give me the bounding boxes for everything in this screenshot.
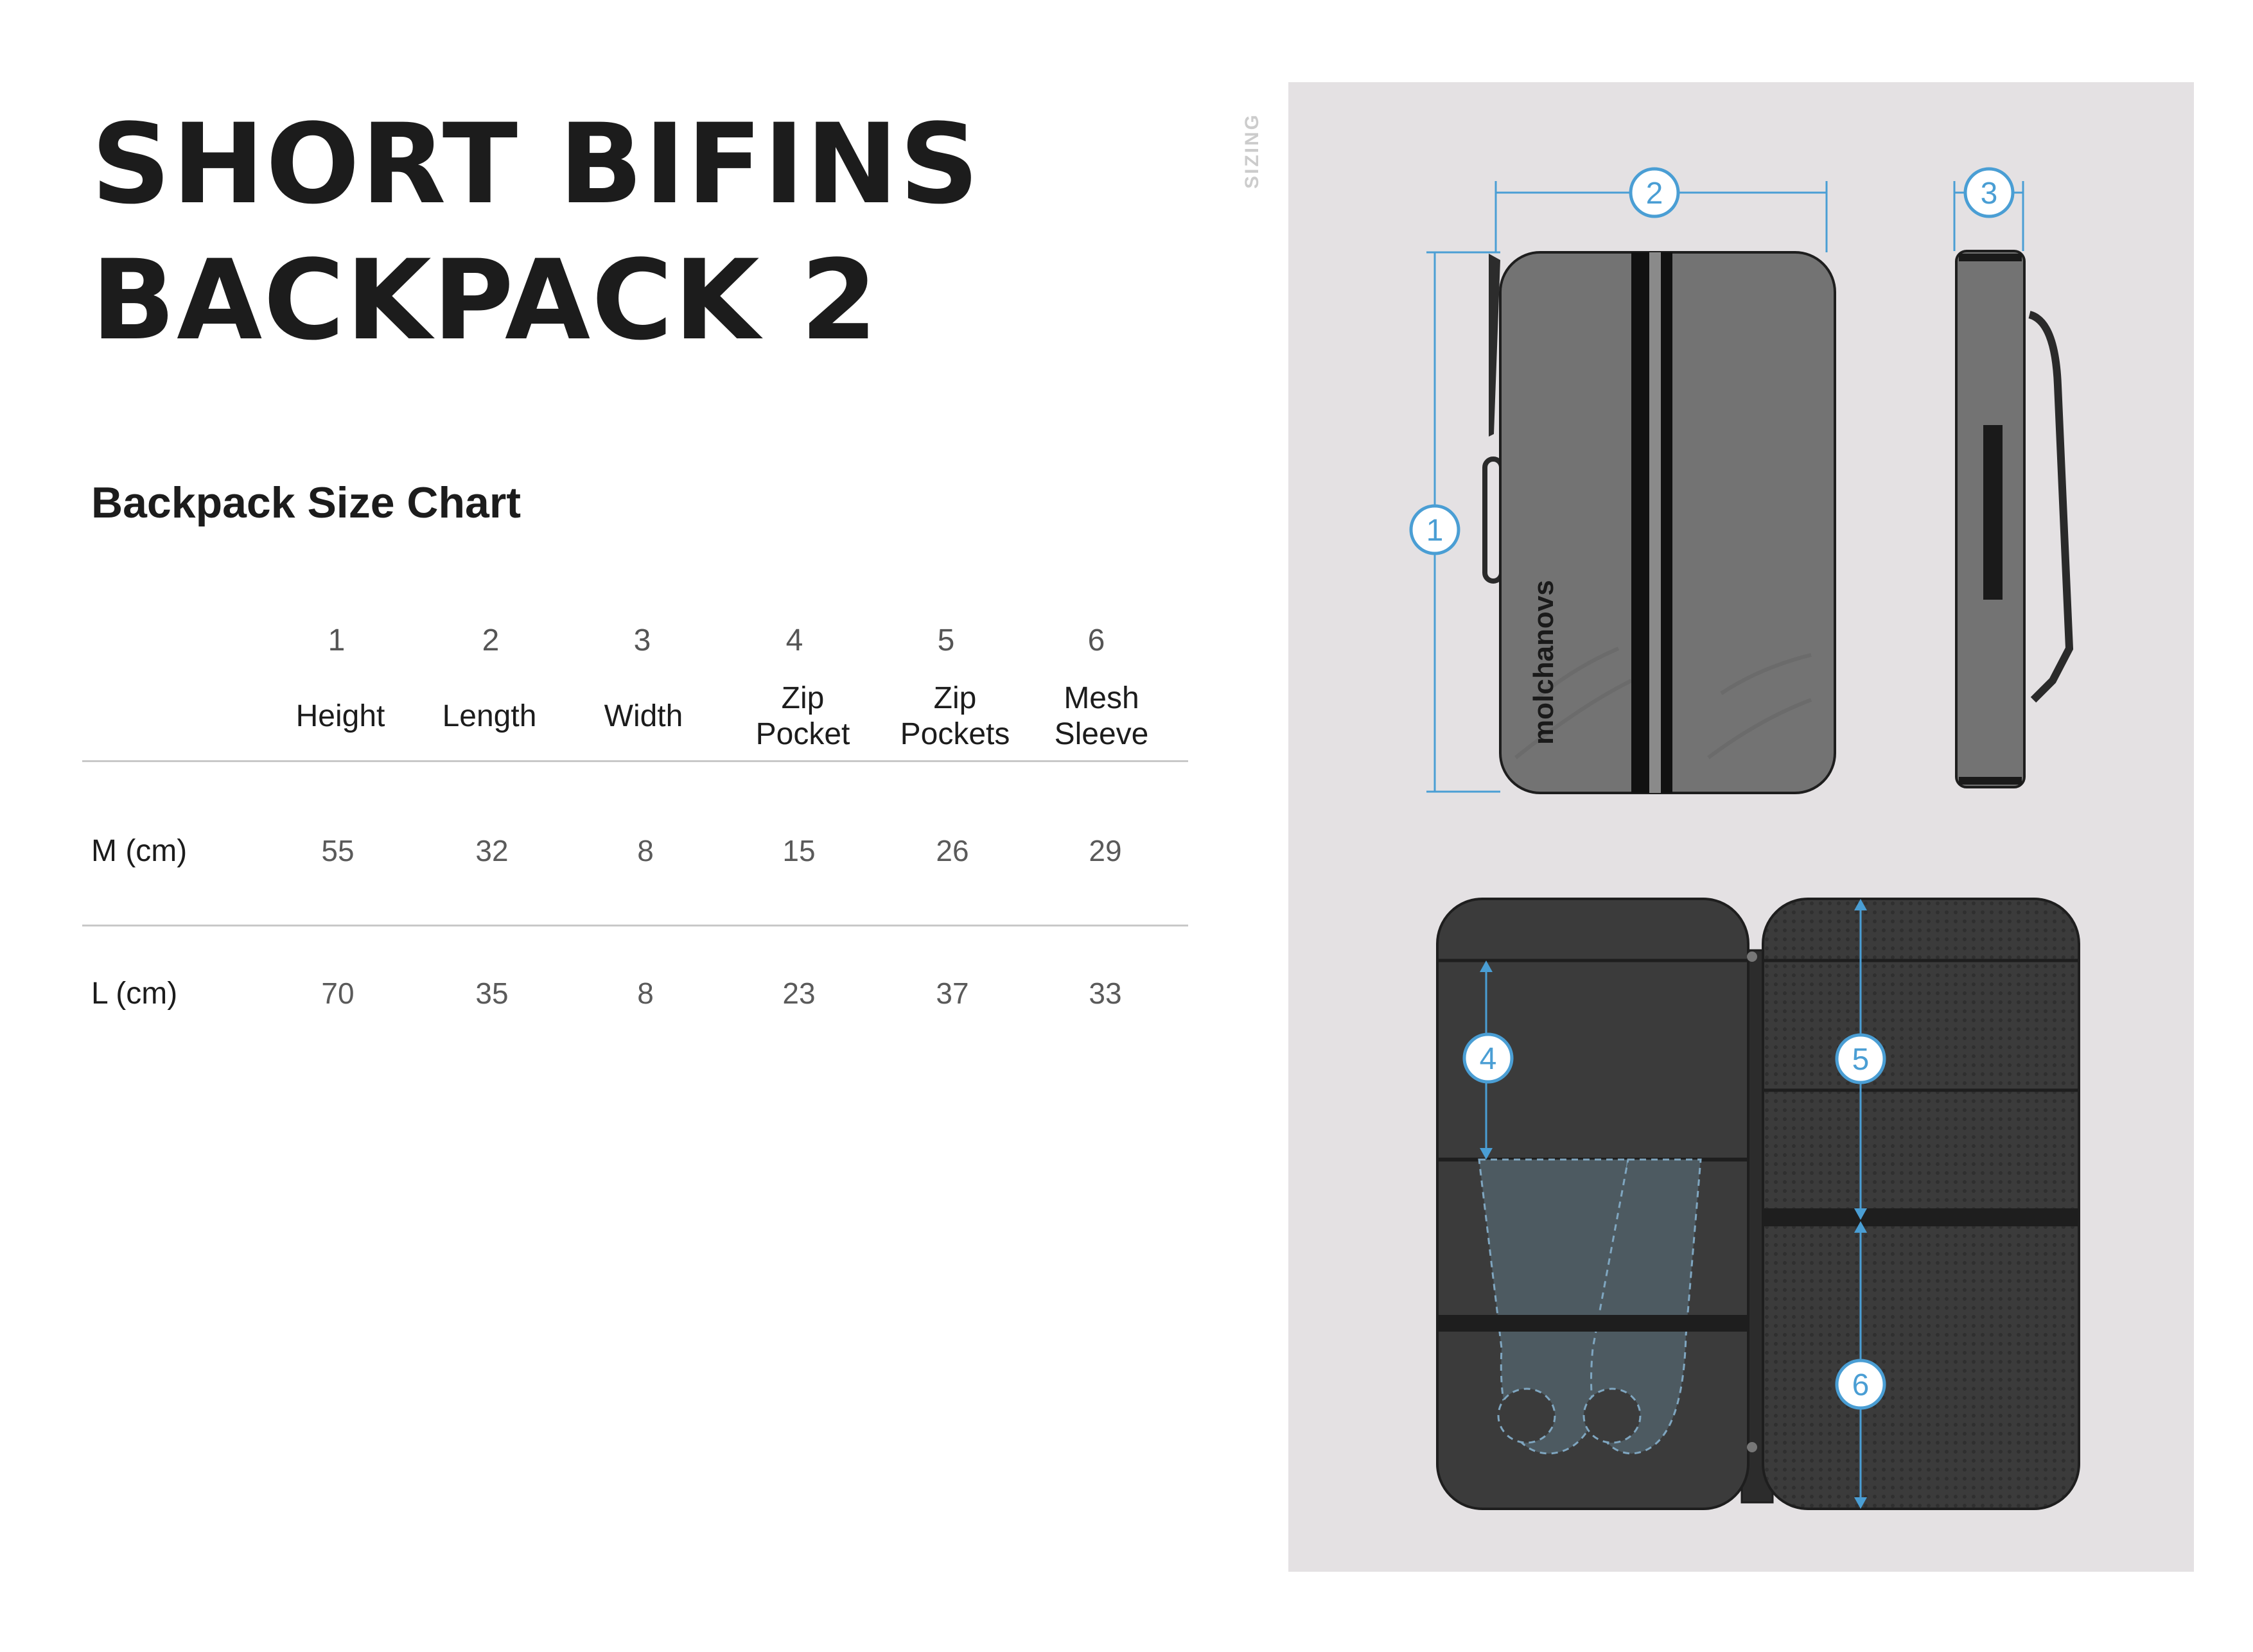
column-header-line: Mesh — [1064, 681, 1139, 715]
page-title: SHORT BIFINS BACKPACK 2 — [91, 96, 980, 369]
column-number: 6 — [1087, 623, 1105, 657]
column-header-line: Pocket — [755, 717, 850, 751]
column-header-length: Length — [406, 699, 573, 735]
table-cell: 55 — [321, 834, 355, 867]
dimension-marker-5 — [1835, 1033, 1886, 1084]
marker-number: 4 — [1480, 1042, 1497, 1076]
size-chart-table: 1 2 3 4 5 6 Height Length Width Zip Pock… — [82, 610, 1188, 1072]
dimension-marker-2 — [1629, 167, 1680, 218]
table-cell: 33 — [1089, 977, 1122, 1010]
title-line-1: SHORT BIFINS — [91, 100, 981, 229]
table-cell: 15 — [782, 834, 816, 867]
strap-stripe — [1631, 252, 1649, 793]
marker-number: 6 — [1852, 1368, 1870, 1402]
column-header-line: Sleeve — [1054, 717, 1149, 751]
table-cell: 37 — [936, 977, 969, 1010]
column-number: 2 — [482, 623, 500, 657]
table-cell: 23 — [782, 977, 816, 1010]
column-header-line: Height — [295, 699, 385, 733]
size-chart-heading: Backpack Size Chart — [91, 478, 521, 527]
dimension-marker-6 — [1835, 1359, 1886, 1410]
column-header-line: Width — [604, 699, 683, 733]
dimension-marker-1 — [1409, 504, 1460, 555]
row-label: L (cm) — [91, 977, 178, 1011]
row-label: M (cm) — [91, 834, 188, 868]
column-header-line: Length — [442, 699, 537, 733]
strap-stripe — [1661, 252, 1672, 793]
table-cell: 70 — [321, 977, 355, 1010]
table-cell: 26 — [936, 834, 969, 867]
column-header-width: Width — [560, 699, 727, 735]
marker-number: 2 — [1646, 177, 1663, 211]
column-header-mesh-sleeve: Mesh Sleeve — [1018, 681, 1185, 752]
table-cell: 8 — [637, 834, 654, 867]
backpack-front-view: molchanovs 1 2 — [1409, 167, 1836, 794]
column-header-zip-pocket: Zip Pocket — [719, 681, 886, 752]
column-header-line: Pockets — [900, 717, 1010, 751]
table-divider — [82, 925, 1188, 926]
table-cell: 32 — [475, 834, 509, 867]
column-header-line: Zip — [781, 681, 825, 715]
interior-right-panel — [1762, 898, 2080, 1510]
backpack-open-view: 4 5 6 — [1436, 898, 2080, 1510]
backpack-side-view: 3 — [1953, 167, 2074, 788]
column-number: 1 — [328, 623, 346, 657]
column-header-height: Height — [257, 699, 424, 735]
column-header-zip-pockets: Zip Pockets — [872, 681, 1039, 752]
shoulder-strap — [2028, 311, 2074, 703]
column-header-line: Zip — [933, 681, 977, 715]
marker-number: 5 — [1852, 1043, 1870, 1077]
brand-logo: molchanovs — [1528, 580, 1559, 745]
marker-number: 3 — [1981, 177, 1998, 211]
table-cell: 35 — [475, 977, 509, 1010]
strap-stripe — [1649, 252, 1661, 793]
elastic-strap — [1439, 1315, 1748, 1332]
table-divider — [82, 760, 1188, 762]
marker-number: 1 — [1426, 514, 1444, 548]
column-number: 3 — [633, 623, 651, 657]
dimension-marker-3 — [1963, 167, 2015, 218]
elastic-strap — [1764, 1208, 2078, 1226]
fin-icon — [1478, 1158, 1629, 1455]
dimension-marker-4 — [1462, 1032, 1514, 1084]
column-number: 5 — [937, 623, 955, 657]
title-line-2: BACKPACK 2 — [91, 236, 879, 365]
side-handle-icon — [1983, 425, 2003, 600]
table-cell: 29 — [1089, 834, 1122, 867]
column-number: 4 — [785, 623, 803, 657]
table-cell: 8 — [637, 977, 654, 1010]
